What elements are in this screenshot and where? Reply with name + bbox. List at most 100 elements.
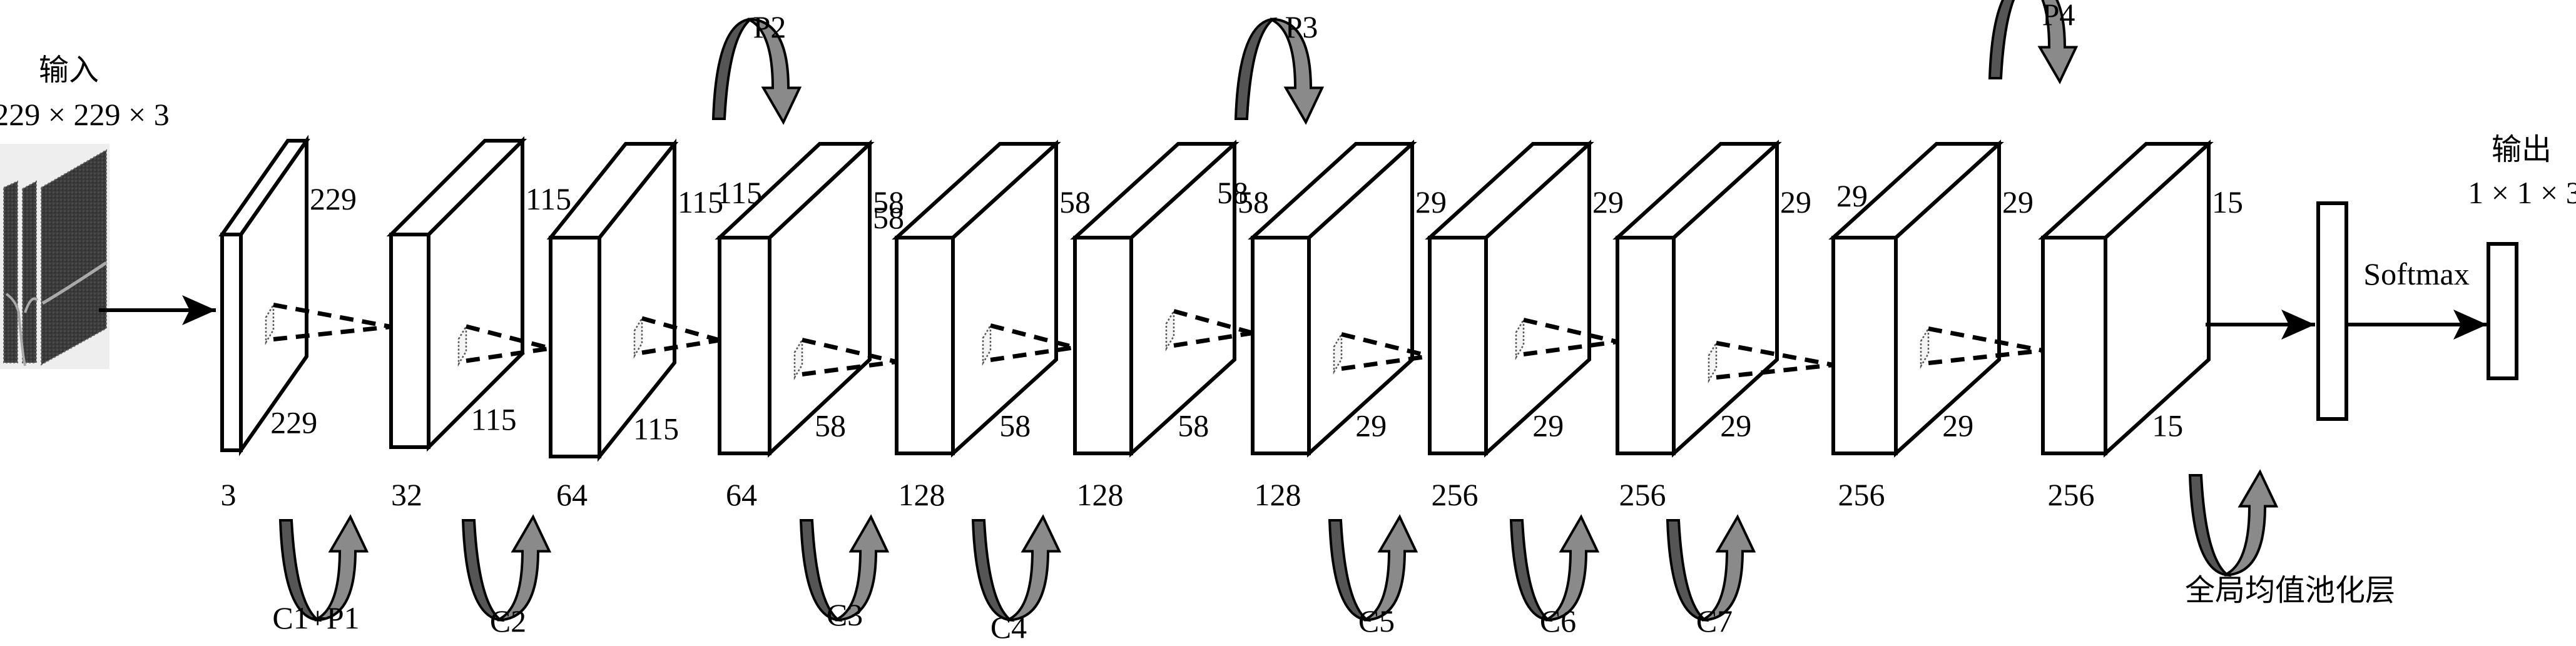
- layer-width-label: 29: [1355, 408, 1387, 443]
- layer-width-label: 229: [270, 405, 317, 440]
- layer-height-label: 115: [678, 184, 723, 220]
- arrow-right-limb: [314, 514, 369, 622]
- kernel-window: [1333, 331, 1343, 375]
- arrow-right-limb: [835, 514, 890, 622]
- arrow-right-limb: [1545, 514, 1600, 622]
- layer-width-label: 115: [633, 411, 679, 447]
- kernel-window: [1920, 325, 1930, 370]
- kernel-window: [1708, 340, 1718, 384]
- layer-height-label: 58: [1238, 184, 1269, 220]
- layer-height-label: 29: [1780, 184, 1811, 220]
- conv-operation-arrow-icon: [971, 514, 1062, 622]
- arrow-left-limb: [1988, 0, 2015, 79]
- layer-width-label: 58: [1178, 408, 1209, 443]
- arrow-right-limb: [747, 18, 802, 125]
- layer-height-label: 229: [310, 181, 357, 216]
- input-title: 输入: [39, 53, 99, 88]
- gap-layer-label: 全局均值池化层: [2185, 573, 2395, 608]
- arrow-left-limb: [711, 17, 755, 120]
- arrow-right-limb: [2224, 469, 2279, 577]
- conv-operation-arrow-icon: [278, 514, 369, 622]
- pool-operation-arrow-icon: [1234, 17, 1325, 125]
- layer-front-face: [895, 236, 955, 455]
- arrow-right-limb: [497, 514, 552, 622]
- layer-width-label: 29: [1532, 408, 1564, 443]
- layer-channels-label: 128: [899, 477, 945, 512]
- softmax-label: Softmax: [2363, 256, 2469, 291]
- conv-operation-label: C6: [1540, 603, 1576, 638]
- kernel-window: [265, 301, 275, 346]
- layer-channels-label: 3: [221, 477, 237, 512]
- kernel-projection-line: [1523, 318, 1618, 344]
- kernel-projection-line: [273, 303, 392, 329]
- kernel-projection-line: [1173, 331, 1253, 348]
- layer-height-label: 115: [526, 181, 571, 216]
- layer-front-face: [1831, 236, 1898, 455]
- kernel-projection-line: [1523, 340, 1618, 356]
- kernel-projection-line: [990, 345, 1076, 362]
- output-dims: 1 × 1 × 3: [2468, 175, 2576, 210]
- layer-front-face: [718, 236, 771, 455]
- layer-front-face: [549, 236, 601, 458]
- layer-width-label: 115: [471, 402, 517, 437]
- conv-operation-label: C5: [1358, 603, 1395, 638]
- kernel-projection-line: [1341, 332, 1430, 358]
- gap-operation-arrow-icon: [2188, 469, 2279, 577]
- conv-operation-label: C1+P1: [272, 600, 359, 635]
- layer-front-face: [389, 233, 430, 449]
- layer-channels-label: 256: [2048, 477, 2095, 512]
- layer-front-face: [1073, 236, 1133, 455]
- layer-height-label: 29: [2002, 184, 2034, 220]
- conv-operation-arrow-icon: [461, 514, 552, 622]
- kernel-projection-line: [641, 338, 720, 355]
- layer-front-face: [2041, 236, 2107, 455]
- kernel-projection-line: [802, 338, 897, 364]
- kernel-projection-line: [802, 360, 897, 376]
- input-channel-3: [41, 149, 107, 366]
- feature-map-layer: 32 115 115: [386, 136, 571, 512]
- arrow-right-limb: [1007, 514, 1062, 622]
- kernel-projection-line: [1173, 309, 1253, 335]
- kernel-projection-line: [1928, 326, 2044, 353]
- layer-height-label: 58: [1059, 184, 1091, 220]
- feature-map-layer: 128 58 58: [892, 139, 1091, 512]
- input-vessel-line-1: [5, 293, 26, 366]
- layer-channels-label: 64: [726, 477, 757, 512]
- conv-operation-label: C3: [827, 597, 863, 632]
- layer-channels-label: 32: [391, 477, 422, 512]
- output-box: [2487, 242, 2518, 380]
- input-vessel-line-3: [41, 261, 108, 305]
- kernel-window: [1165, 308, 1175, 352]
- arrow-right-limb: [1363, 514, 1418, 622]
- conv-operation-label: C2: [490, 603, 526, 638]
- kernel-projection-line: [641, 316, 720, 343]
- pool-operation-arrow-icon: [711, 17, 802, 125]
- layer-width-label: 58: [999, 408, 1031, 443]
- input-channel-1: [3, 180, 18, 363]
- conv-operation-arrow-icon: [1666, 514, 1756, 622]
- kernel-window: [457, 323, 467, 367]
- layer-channels-label: 64: [556, 477, 588, 512]
- layer-width-label: 29: [1720, 408, 1751, 443]
- arrow-right-limb: [1270, 18, 1325, 125]
- layer-channels-label: 256: [1838, 477, 1885, 512]
- feature-map-layer: 3 229 229: [218, 134, 392, 512]
- layer-channels-label: 128: [1077, 477, 1124, 512]
- conv-operation-arrow-icon: [1509, 514, 1600, 622]
- conv-operation-label: C7: [1696, 603, 1733, 638]
- input-vessel-line-2: [24, 297, 39, 313]
- size-label: 115: [716, 175, 762, 210]
- conv-operation-label: C4: [990, 610, 1027, 645]
- feature-map-layer: 64 115 115: [546, 138, 723, 512]
- conv-operation-arrow-icon: [1328, 514, 1418, 622]
- kernel-window: [982, 322, 992, 366]
- arrow-left-limb: [1234, 17, 1278, 120]
- layer-front-face: [1428, 236, 1488, 455]
- gap-vector-box: [2316, 201, 2348, 421]
- kernel-projection-line: [1928, 348, 2044, 365]
